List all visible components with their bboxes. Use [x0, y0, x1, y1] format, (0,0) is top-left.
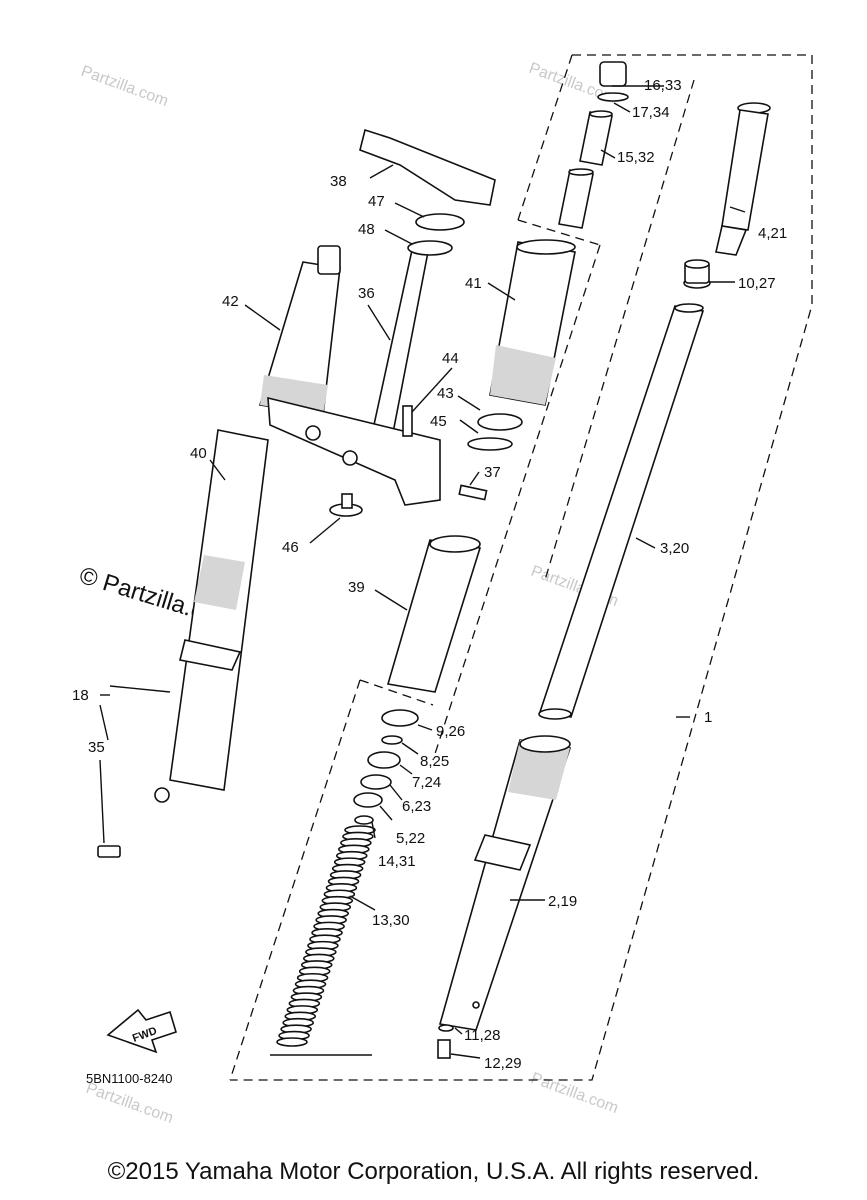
- callout-16-33: 16,33: [644, 77, 682, 94]
- callout-11-28: 11,28: [464, 1027, 500, 1044]
- outer-tube-2: [438, 735, 572, 1031]
- watermark: Partzilla.com: [79, 63, 171, 110]
- upper-cover-41: [489, 239, 576, 406]
- callout-46: 46: [282, 539, 299, 556]
- callout-47: 47: [368, 193, 385, 210]
- callout-labels: 1 3,20 4,21 10,27 16,33 17,34 15,32 38 4…: [72, 77, 787, 1086]
- callout-41: 41: [465, 275, 482, 292]
- callout-45: 45: [430, 413, 447, 430]
- fasteners: [97, 405, 523, 858]
- watermark: Partzilla.com: [84, 1080, 176, 1127]
- seal-stack: [353, 709, 419, 825]
- callout-38: 38: [330, 173, 347, 190]
- callout-37: 37: [484, 464, 501, 481]
- callout-15-32: 15,32: [617, 149, 655, 166]
- fwd-arrow: FWD: [106, 1008, 177, 1054]
- watermark: Partzilla.com: [529, 1070, 621, 1117]
- callout-7-24: 7,24: [412, 774, 441, 791]
- callout-43: 43: [437, 385, 454, 402]
- top-parts: [359, 128, 496, 256]
- callout-13-30: 13,30: [372, 912, 410, 929]
- callout-4-21: 4,21: [758, 225, 787, 242]
- callout-10-27: 10,27: [738, 275, 776, 292]
- callout-17-34: 17,34: [632, 104, 670, 121]
- callout-14-31: 14,31: [378, 853, 416, 870]
- callout-2-19: 2,19: [548, 893, 577, 910]
- callout-8-25: 8,25: [420, 753, 449, 770]
- leader-lines: [99, 85, 746, 1059]
- assembly-boundaries: [229, 54, 813, 1081]
- callout-18: 18: [72, 687, 89, 704]
- callout-35: 35: [88, 739, 105, 756]
- callout-9-26: 9,26: [436, 723, 465, 740]
- fork-spring-13: [276, 825, 376, 1047]
- callout-39: 39: [348, 579, 365, 596]
- spring-coil: [276, 1037, 308, 1047]
- copyright-notice: ©2015 Yamaha Motor Corporation, U.S.A. A…: [107, 1158, 760, 1185]
- drain-bolt: [437, 1024, 454, 1059]
- inner-cover-39: [386, 535, 482, 693]
- callout-3-20: 3,20: [660, 540, 689, 557]
- callout-44: 44: [442, 350, 459, 367]
- callout-42: 42: [222, 293, 239, 310]
- callout-12-29: 12,29: [484, 1055, 522, 1072]
- callout-5-22: 5,22: [396, 830, 425, 847]
- steering-stem-36: [267, 249, 441, 506]
- callout-6-23: 6,23: [402, 798, 431, 815]
- left-fork-assembly: [154, 245, 341, 803]
- callout-40: 40: [190, 445, 207, 462]
- callout-1: 1: [704, 709, 712, 726]
- inner-tube-3: [538, 303, 705, 720]
- callout-48: 48: [358, 221, 375, 238]
- diagram-code: 5BN1100-8240: [86, 1071, 173, 1086]
- callout-36: 36: [358, 285, 375, 302]
- damper-rod-4: [715, 102, 771, 256]
- bushing-10: [683, 259, 711, 289]
